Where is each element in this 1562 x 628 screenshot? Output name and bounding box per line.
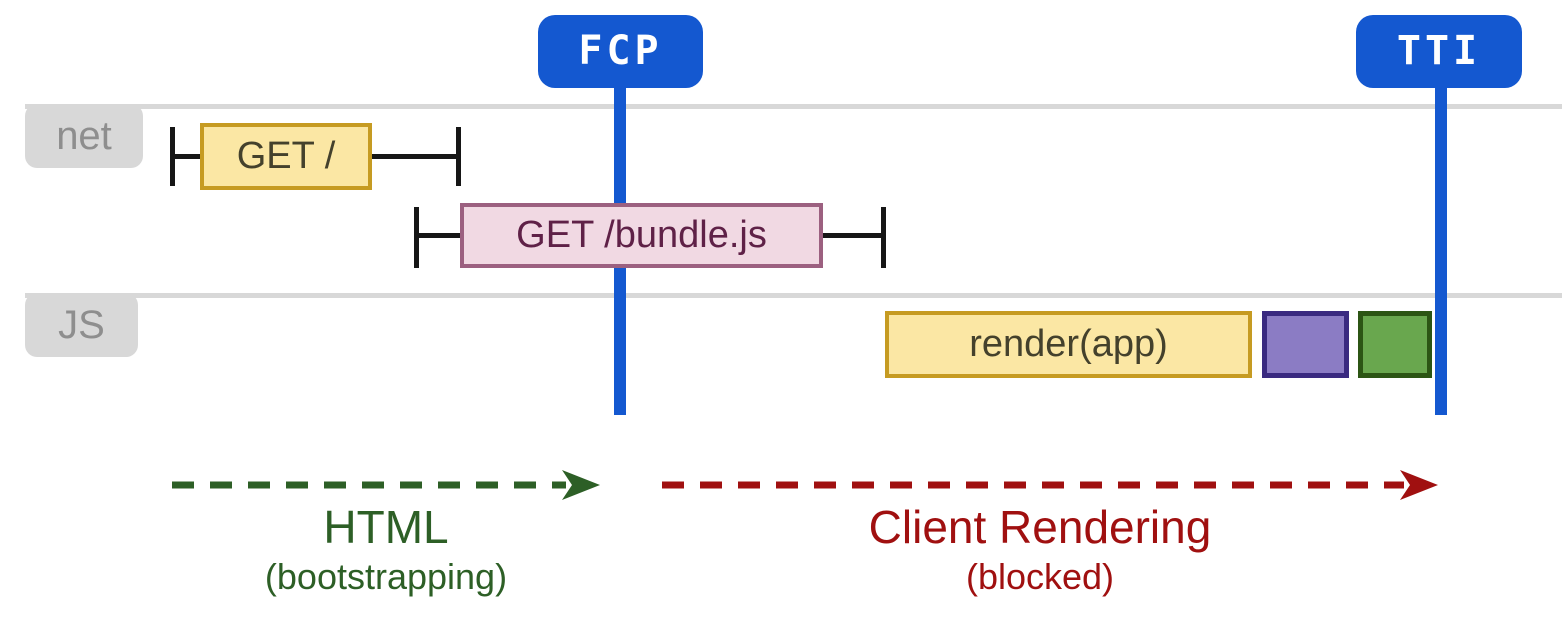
js-lane-line (25, 293, 1562, 298)
tti-badge: TTI (1356, 15, 1522, 88)
task-get-bundle: GET /bundle.js (460, 203, 823, 268)
task-render-app: render(app) (885, 311, 1252, 378)
task-get-root-label: GET / (236, 135, 336, 177)
html-phase-arrow-head (562, 470, 600, 500)
net-lane-line (25, 104, 1562, 109)
get-root-start-whisker (170, 127, 175, 186)
fcp-badge-label: FCP (578, 28, 663, 74)
html-phase-title: HTML (323, 501, 449, 553)
task-green-block (1358, 311, 1432, 378)
fcp-badge: FCP (538, 15, 703, 88)
client-rendering-phase-title: Client Rendering (868, 501, 1212, 553)
task-purple-block (1262, 311, 1349, 378)
get-root-end-whisker (456, 127, 461, 186)
task-get-root: GET / (200, 123, 372, 190)
get-bundle-end-whisker (881, 207, 886, 268)
get-bundle-start-whisker (414, 207, 419, 268)
client-rendering-phase-subtitle: (blocked) (965, 556, 1115, 597)
js-lane-label: JS (25, 293, 138, 357)
client-rendering-phase-label-group: Client Rendering (blocked) (790, 500, 1290, 600)
task-get-bundle-label: GET /bundle.js (516, 214, 767, 256)
tti-badge-label: TTI (1396, 28, 1482, 74)
phase-arrows (172, 470, 1438, 500)
tti-timeline-marker (1435, 86, 1447, 415)
html-phase-subtitle: (bootstrapping) (264, 556, 508, 597)
net-lane-label: net (25, 104, 143, 168)
client-rendering-phase-arrow-head (1400, 470, 1438, 500)
task-render-app-label: render(app) (969, 323, 1168, 365)
html-phase-label-group: HTML (bootstrapping) (166, 500, 606, 600)
